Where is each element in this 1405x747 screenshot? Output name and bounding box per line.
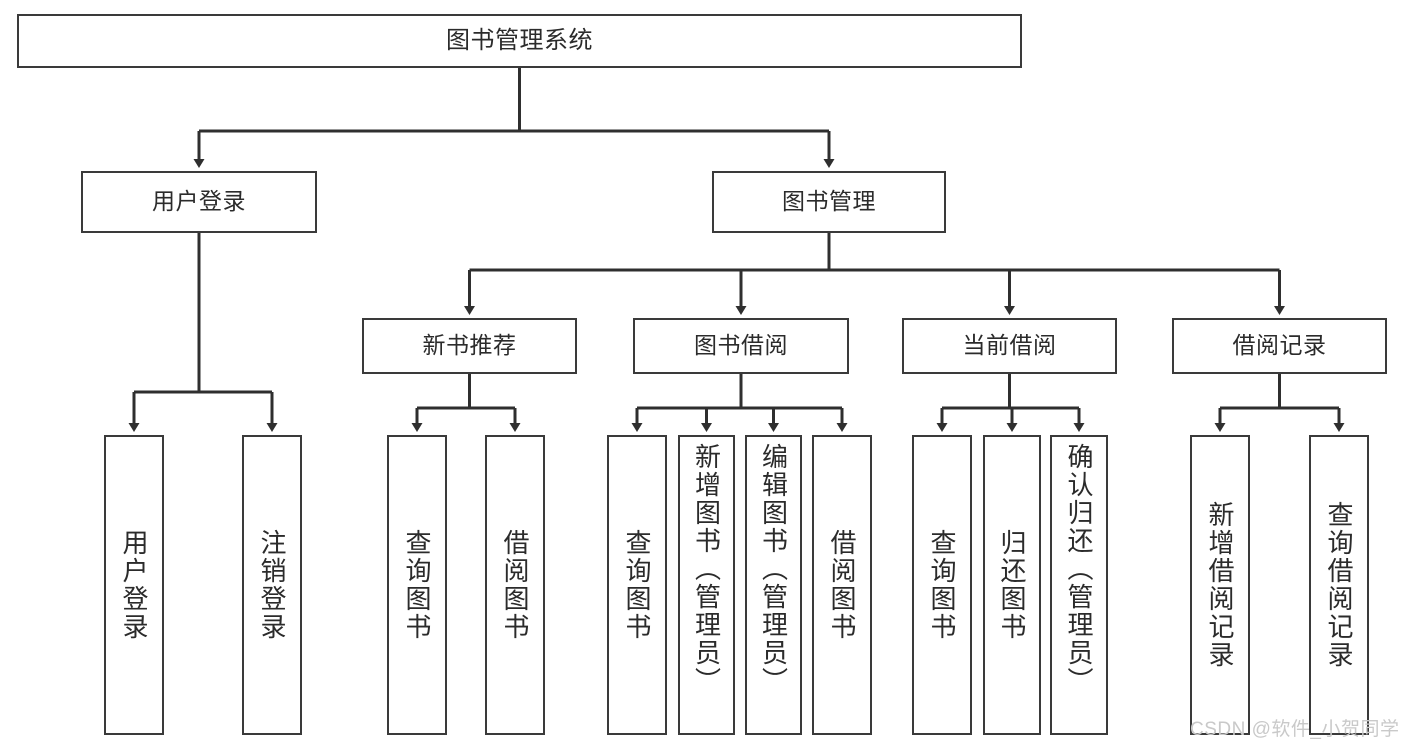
node-leaf-query-book-3[interactable]: 查询图书: [912, 435, 972, 735]
node-leaf-logout[interactable]: 注销登录: [242, 435, 302, 735]
node-leaf-add-borrow-record[interactable]: 新增借阅记录: [1190, 435, 1250, 735]
node-new-book-rec-label: 新书推荐: [422, 332, 517, 359]
node-leaf-return-book-label: 归还图书: [997, 529, 1027, 641]
node-leaf-add-borrow-record-label: 新增借阅记录: [1205, 501, 1235, 669]
node-leaf-confirm-return-admin-label: 确认归还（管理员）: [1064, 443, 1094, 695]
node-current-borrow[interactable]: 当前借阅: [902, 318, 1117, 374]
node-book-manage-label: 图书管理: [782, 188, 876, 215]
node-leaf-add-book-admin-label: 新增图书（管理员）: [691, 443, 722, 695]
node-user-login-label: 用户登录: [152, 188, 246, 215]
node-book-borrow-label: 图书借阅: [694, 332, 788, 359]
node-leaf-edit-book-admin[interactable]: 编辑图书（管理员）: [745, 435, 802, 735]
node-current-borrow-label: 当前借阅: [962, 332, 1057, 359]
node-borrow-record[interactable]: 借阅记录: [1172, 318, 1387, 374]
node-book-borrow[interactable]: 图书借阅: [633, 318, 849, 374]
node-leaf-confirm-return-admin[interactable]: 确认归还（管理员）: [1050, 435, 1108, 735]
node-leaf-borrow-book-2[interactable]: 借阅图书: [812, 435, 872, 735]
node-leaf-logout-label: 注销登录: [257, 529, 287, 641]
node-new-book-rec[interactable]: 新书推荐: [362, 318, 577, 374]
node-leaf-user-login[interactable]: 用户登录: [104, 435, 164, 735]
node-leaf-borrow-book-1[interactable]: 借阅图书: [485, 435, 545, 735]
node-root[interactable]: 图书管理系统: [17, 14, 1022, 68]
node-borrow-record-label: 借阅记录: [1232, 332, 1327, 359]
node-leaf-borrow-book-2-label: 借阅图书: [827, 529, 857, 641]
node-root-label: 图书管理系统: [446, 26, 593, 54]
node-leaf-return-book[interactable]: 归还图书: [983, 435, 1041, 735]
node-user-login[interactable]: 用户登录: [81, 171, 317, 233]
node-leaf-user-login-label: 用户登录: [119, 529, 149, 641]
watermark: CSDN @软件_小贺同学: [1190, 719, 1400, 740]
node-leaf-query-book-3-label: 查询图书: [927, 529, 957, 641]
node-book-manage[interactable]: 图书管理: [712, 171, 946, 233]
node-leaf-query-book-1-label: 查询图书: [402, 529, 432, 641]
node-leaf-query-book-1[interactable]: 查询图书: [387, 435, 447, 735]
node-leaf-edit-book-admin-label: 编辑图书（管理员）: [758, 443, 789, 695]
node-leaf-add-book-admin[interactable]: 新增图书（管理员）: [678, 435, 735, 735]
node-leaf-query-book-2-label: 查询图书: [622, 529, 652, 641]
node-leaf-query-borrow-record-label: 查询借阅记录: [1324, 501, 1354, 669]
node-leaf-query-book-2[interactable]: 查询图书: [607, 435, 667, 735]
node-leaf-borrow-book-1-label: 借阅图书: [500, 529, 530, 641]
node-leaf-query-borrow-record[interactable]: 查询借阅记录: [1309, 435, 1369, 735]
